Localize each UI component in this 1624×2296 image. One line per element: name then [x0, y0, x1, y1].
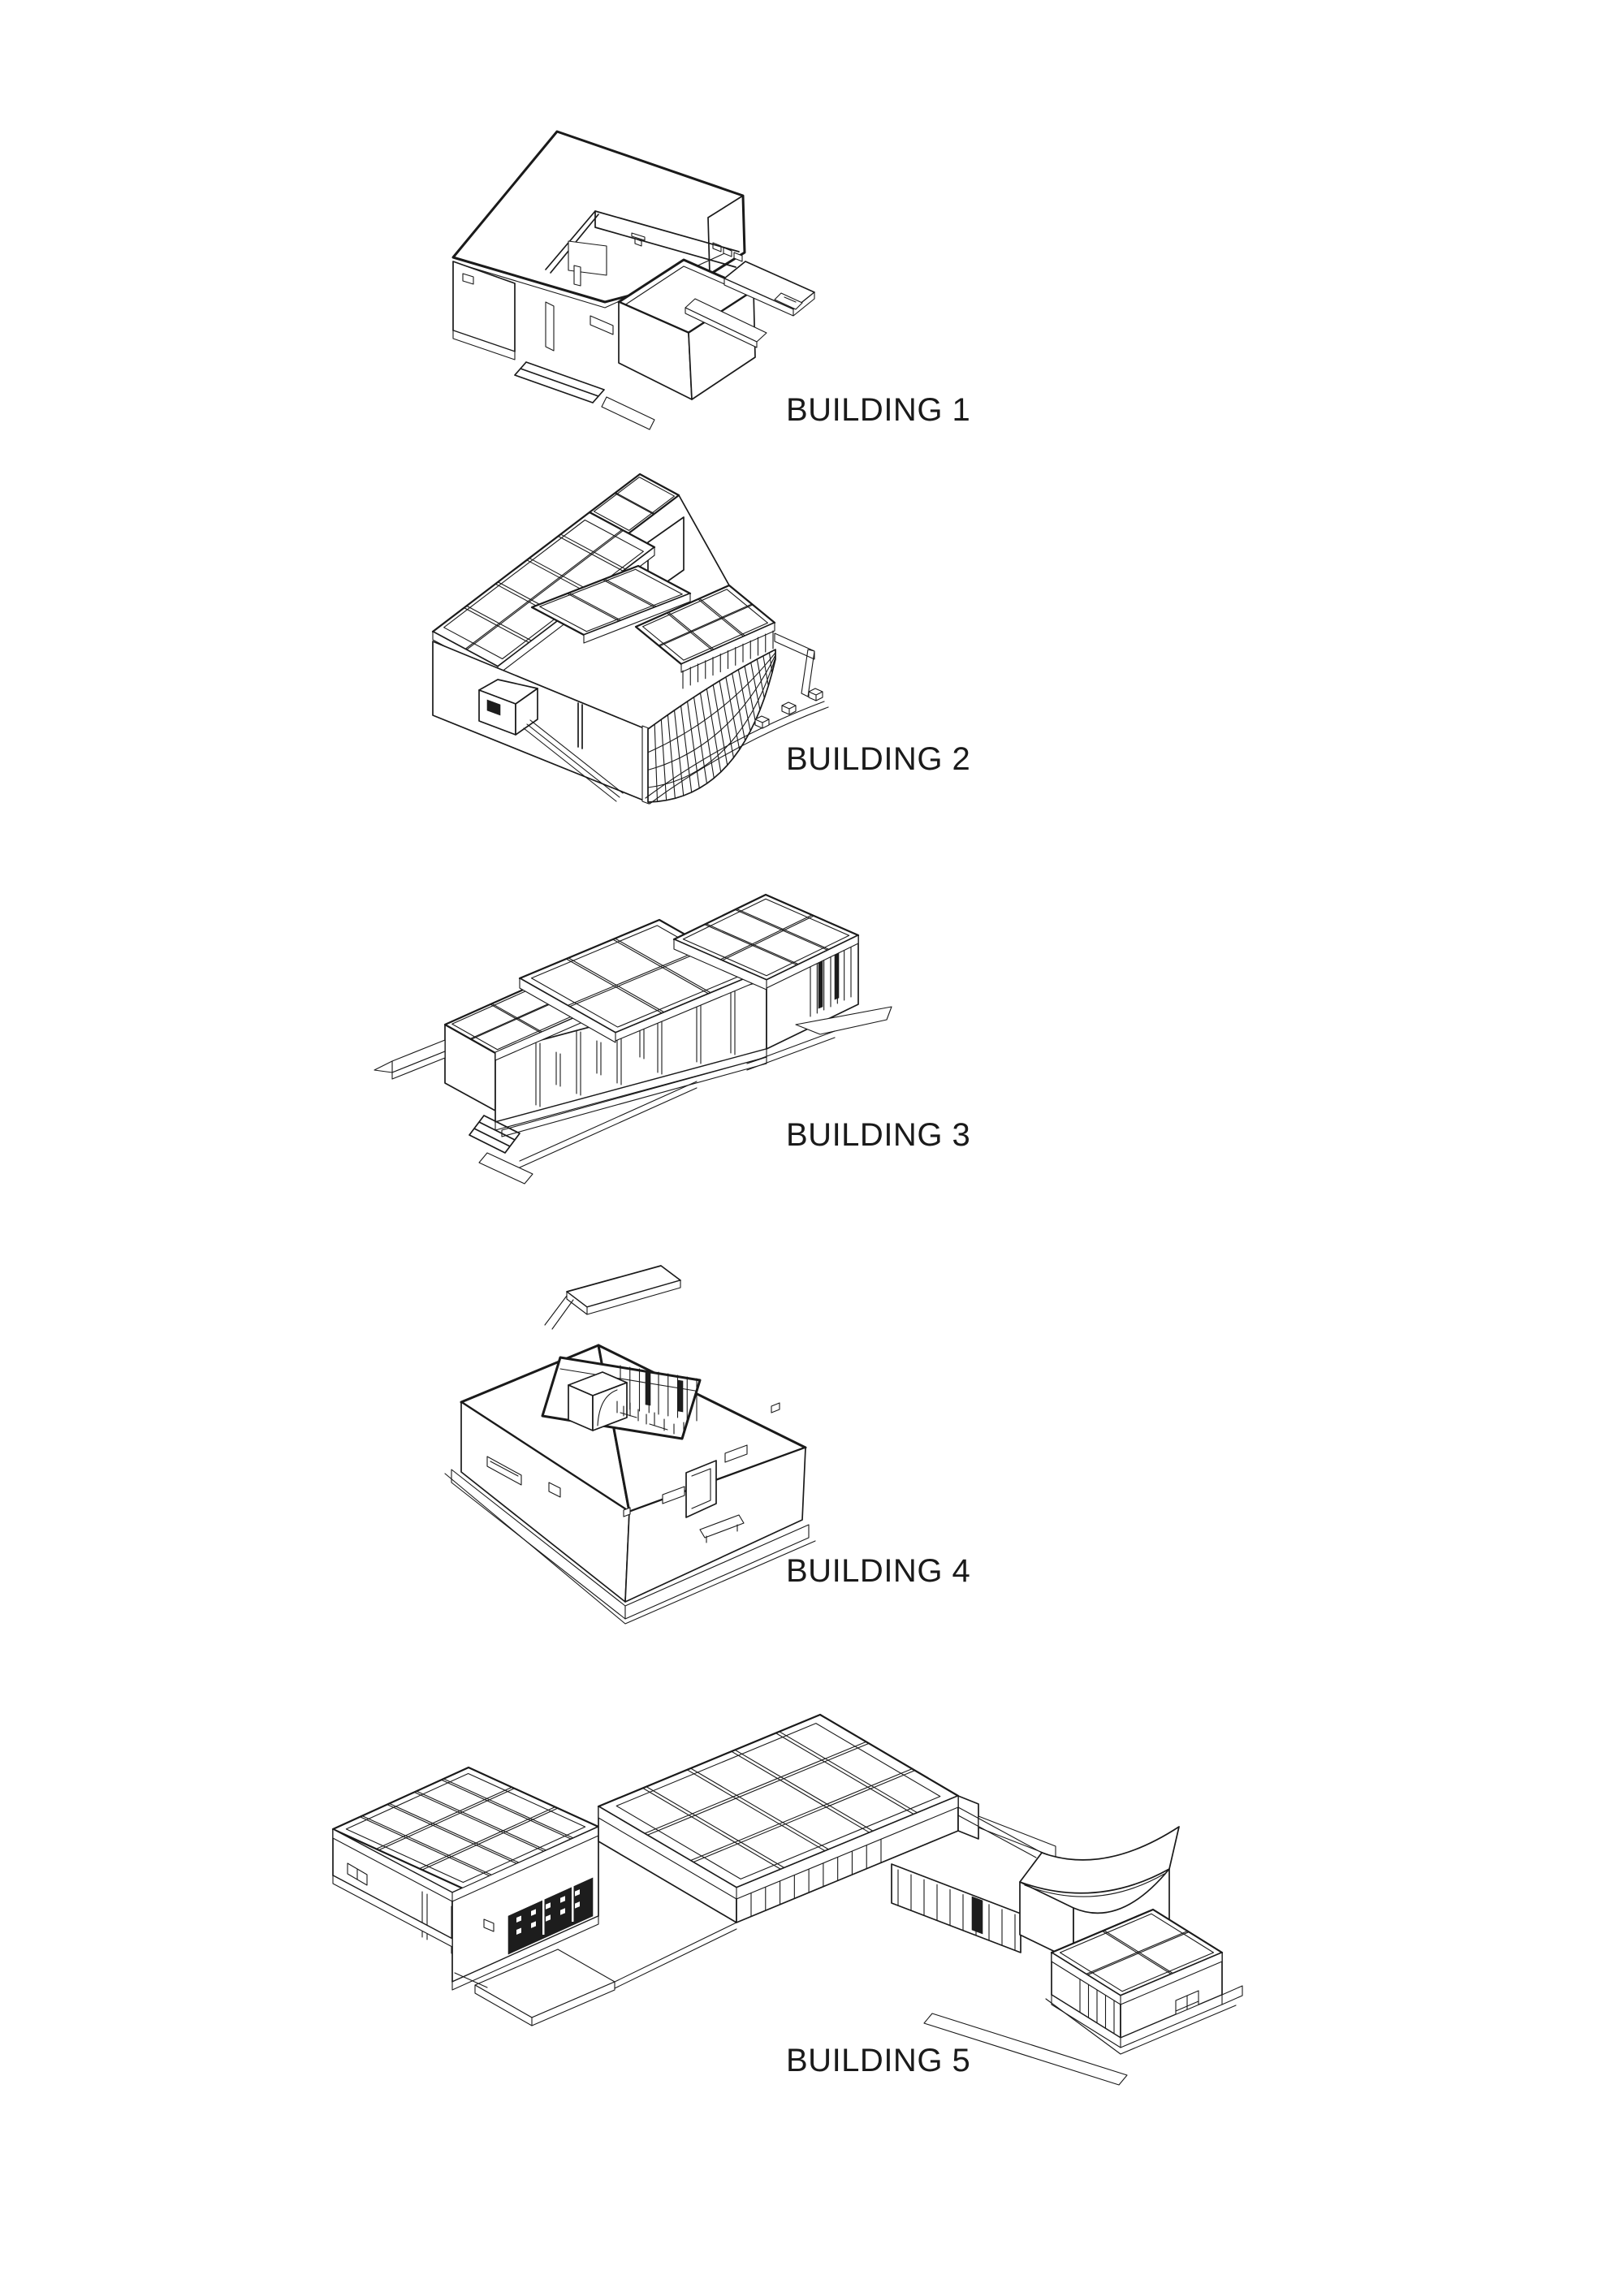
building-3-label: BUILDING 3 [786, 1117, 971, 1153]
building-3-drawing [374, 893, 892, 1185]
building-3-end-louvers [810, 943, 852, 1017]
building-2-ground [645, 632, 829, 805]
building-5-right-box [1045, 1952, 1243, 2055]
building-5-paths [614, 1922, 1128, 2086]
building-4-canopy [544, 1265, 681, 1330]
building-4-plinth [444, 1469, 816, 1625]
building-5-left-block-walls [332, 1826, 615, 2026]
building-1-walls [452, 261, 614, 360]
building-3-walkways [374, 1006, 892, 1185]
building-5-drawing [331, 1713, 1243, 2086]
building-4-walls [460, 1401, 806, 1603]
building-5-label: BUILDING 5 [786, 2043, 971, 2078]
building-1-courtyard [545, 210, 740, 287]
building-4-drawing [444, 1265, 816, 1625]
building-5-central-roof-grid [597, 1713, 960, 1889]
building-2-tall-fins [682, 630, 774, 689]
building-4-roof-cutaway [541, 1356, 702, 1440]
building-1-terrace [685, 261, 815, 348]
building-2-label: BUILDING 2 [786, 741, 971, 777]
building-1-front-wing [514, 258, 756, 430]
building-2-walls [432, 641, 650, 805]
building-5-left-roof-grid [331, 1766, 600, 1890]
building-2-drawing [431, 473, 829, 805]
building-1-drawing [451, 130, 815, 430]
building-2-curved-louver-facade [647, 649, 776, 803]
building-3-walls [444, 934, 859, 1123]
building-1-label: BUILDING 1 [786, 392, 971, 428]
building-5-corridor [891, 1806, 1056, 1953]
building-4-label: BUILDING 4 [786, 1553, 971, 1589]
